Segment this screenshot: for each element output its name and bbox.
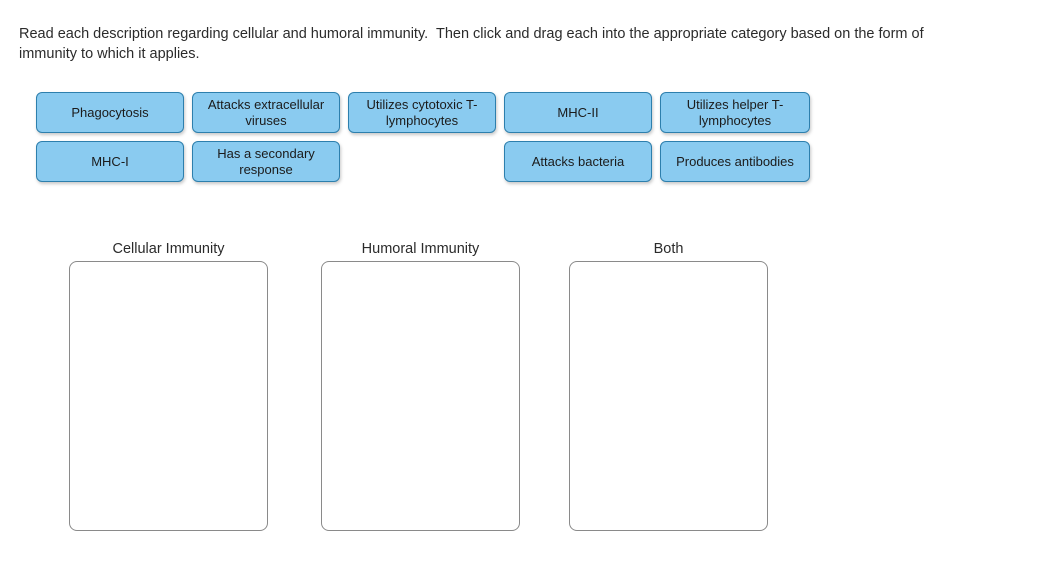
tile-column-3: Utilizes cytotoxic T-lymphocytes <box>348 92 496 190</box>
draggable-tile[interactable]: Attacks extracellular viruses <box>192 92 340 133</box>
drop-zone-target[interactable] <box>569 261 768 531</box>
drop-zone-cellular-immunity: Cellular Immunity <box>69 240 268 531</box>
tile-column-4: MHC-II Attacks bacteria <box>504 92 652 190</box>
drop-zone-label: Both <box>653 241 684 257</box>
tile-column-1: Phagocytosis MHC-I <box>36 92 184 190</box>
draggable-tile[interactable]: Phagocytosis <box>36 92 184 133</box>
drop-zone-humoral-immunity: Humoral Immunity <box>321 240 520 531</box>
draggable-tile[interactable]: MHC-I <box>36 141 184 182</box>
draggable-tile[interactable]: Produces antibodies <box>660 141 810 182</box>
draggable-tile[interactable]: Attacks bacteria <box>504 141 652 182</box>
drop-zone-target[interactable] <box>321 261 520 531</box>
tile-bank: Phagocytosis MHC-I Attacks extracellular… <box>0 92 1058 192</box>
tile-column-5: Utilizes helper T-lymphocytes Produces a… <box>660 92 810 190</box>
drop-zone-both: Both <box>569 240 768 531</box>
draggable-tile[interactable]: Has a secondary response <box>192 141 340 182</box>
tile-column-2: Attacks extracellular viruses Has a seco… <box>192 92 340 190</box>
instruction-text: Read each description regarding cellular… <box>19 26 928 62</box>
drop-zone-target[interactable] <box>69 261 268 531</box>
draggable-tile[interactable]: Utilizes helper T-lymphocytes <box>660 92 810 133</box>
draggable-tile[interactable]: Utilizes cytotoxic T-lymphocytes <box>348 92 496 133</box>
draggable-tile[interactable]: MHC-II <box>504 92 652 133</box>
drop-zone-label: Cellular Immunity <box>112 241 225 257</box>
drop-zone-label: Humoral Immunity <box>361 241 480 257</box>
